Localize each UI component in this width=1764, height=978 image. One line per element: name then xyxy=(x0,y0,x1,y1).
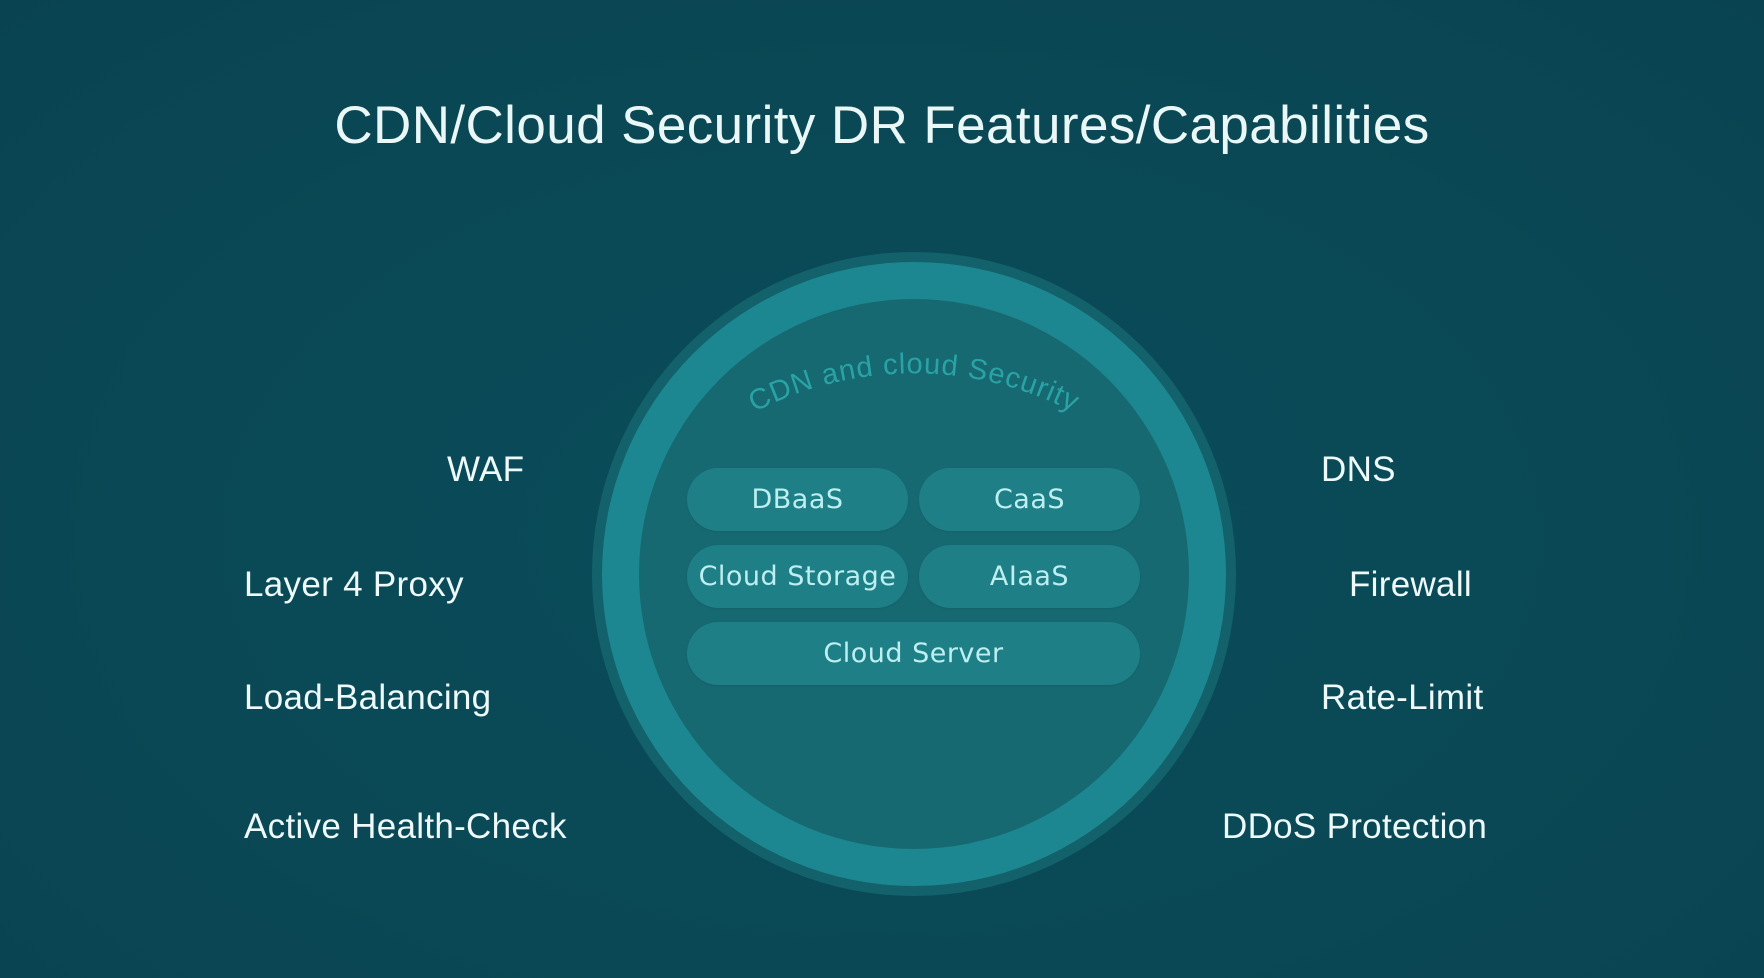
service-pill-aiaas: AIaaS xyxy=(919,545,1140,608)
feature-layer4-proxy: Layer 4 Proxy xyxy=(244,565,464,604)
feature-active-health-check: Active Health-Check xyxy=(244,807,567,846)
service-pill-dbaas: DBaaS xyxy=(687,468,908,531)
feature-ddos-protection: DDoS Protection xyxy=(1222,807,1488,846)
service-pill-cloud-storage: Cloud Storage xyxy=(687,545,908,608)
service-pill-cloud-server: Cloud Server xyxy=(687,622,1140,685)
feature-rate-limit: Rate-Limit xyxy=(1321,678,1484,717)
feature-firewall: Firewall xyxy=(1349,565,1472,604)
service-pill-caas: CaaS xyxy=(919,468,1140,531)
feature-dns: DNS xyxy=(1321,450,1396,489)
feature-load-balancing: Load-Balancing xyxy=(244,678,492,717)
page-title: CDN/Cloud Security DR Features/Capabilit… xyxy=(334,96,1430,155)
feature-waf: WAF xyxy=(447,450,525,489)
